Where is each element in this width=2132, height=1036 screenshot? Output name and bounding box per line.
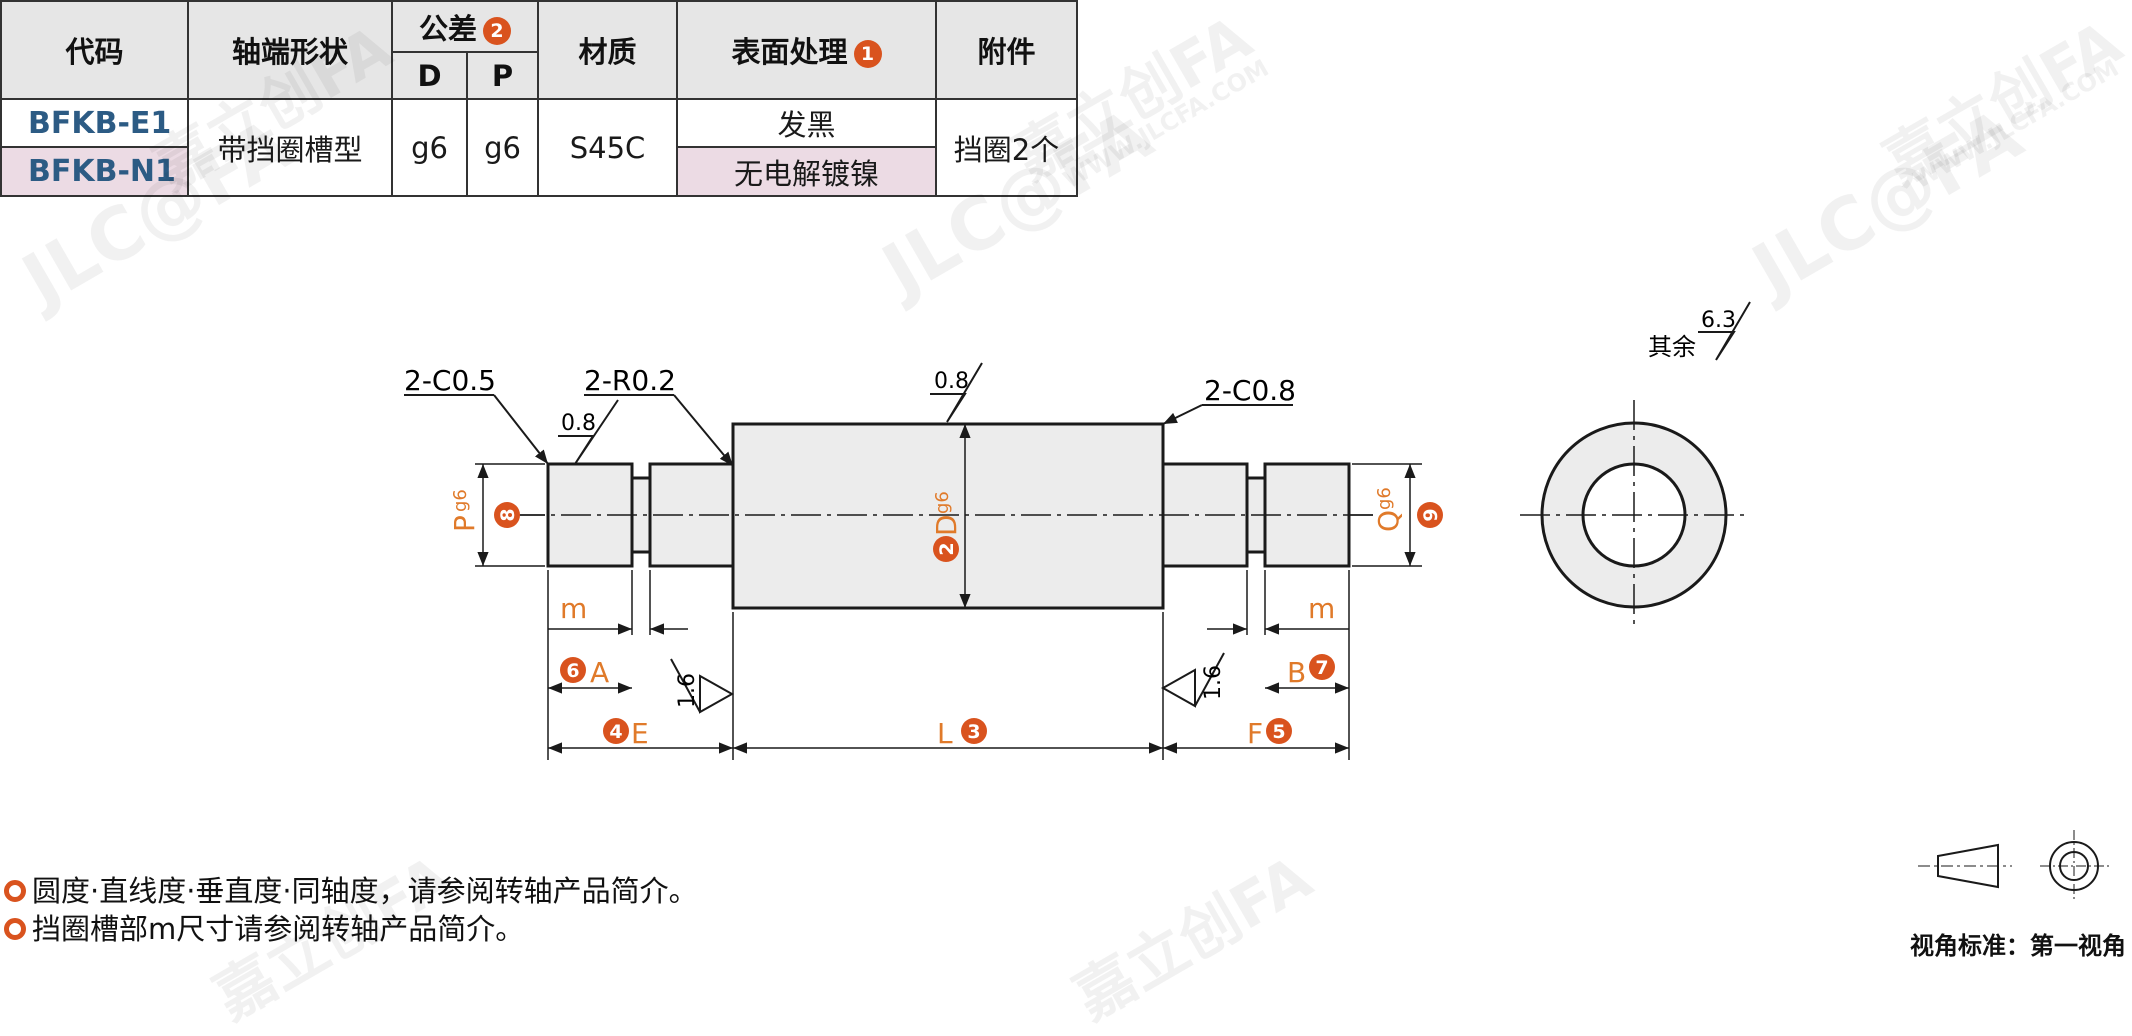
svg-text:D: D xyxy=(930,514,963,536)
svg-text:Q: Q xyxy=(1372,510,1405,532)
b-label: B xyxy=(1287,656,1306,689)
roughness-left-value: 0.8 xyxy=(561,411,596,436)
roughness-low-left-value: 1.6 xyxy=(675,673,700,708)
d-dimension-label: D g6 xyxy=(930,491,963,536)
radius-callout xyxy=(584,394,734,467)
svg-text:6: 6 xyxy=(566,660,579,682)
end-view xyxy=(1520,400,1750,630)
bullet-icon xyxy=(4,880,26,902)
p-dimension-label: P g6 xyxy=(448,489,481,532)
cell-material: S45C xyxy=(537,98,679,197)
main-body xyxy=(731,422,1165,610)
e-label: E xyxy=(631,717,649,750)
roughness-symbol-left xyxy=(558,399,619,465)
m-right-label: m xyxy=(1308,592,1335,625)
roughness-symbol-general xyxy=(1698,301,1751,361)
m-left-label: m xyxy=(560,592,587,625)
cell-accessory: 挡圈2个 xyxy=(935,98,1079,197)
tolerance-badge: 2 xyxy=(483,16,512,45)
roughness-general-label: 其余 xyxy=(1648,333,1696,361)
svg-text:9: 9 xyxy=(1420,508,1442,521)
header-shaft-end: 轴端形状 xyxy=(187,0,393,100)
svg-text:5: 5 xyxy=(1272,721,1285,743)
svg-text:8: 8 xyxy=(497,508,519,521)
header-accessory: 附件 xyxy=(935,0,1079,100)
row-code: BFKB-E1 xyxy=(0,98,189,148)
bullet-icon xyxy=(4,918,26,940)
dimension-lines xyxy=(477,424,1416,754)
chamfer-left-callout xyxy=(404,394,549,465)
svg-text:2: 2 xyxy=(936,542,958,555)
svg-text:g6: g6 xyxy=(450,489,471,512)
radius-label: 2-R0.2 xyxy=(584,364,676,397)
cell-tol-p: g6 xyxy=(465,98,540,197)
note-item: 圆度·直线度·垂直度·同轴度，请参阅转轴产品简介。 xyxy=(0,872,698,910)
l-label: L xyxy=(937,717,953,750)
roughness-general-value: 6.3 xyxy=(1701,308,1736,333)
header-tol-d: D xyxy=(391,51,468,100)
dimension-labels: m m A B E L F xyxy=(560,592,1335,750)
cell-tol-d: g6 xyxy=(391,98,468,197)
first-angle-projection-icon xyxy=(1918,830,2112,902)
badge-e: 4 xyxy=(603,718,629,744)
header-tol-p: P xyxy=(465,51,540,100)
header-material: 材质 xyxy=(537,0,679,100)
svg-text:3: 3 xyxy=(967,721,980,743)
chamfer-right-label: 2-C0.8 xyxy=(1204,374,1296,407)
badge-a: 6 xyxy=(560,657,586,683)
badge-b: 7 xyxy=(1309,654,1335,680)
chamfer-right-callout xyxy=(1162,404,1293,425)
svg-text:g6: g6 xyxy=(1374,487,1395,510)
roughness-symbol-center xyxy=(930,362,983,423)
shaft-drawing: 2-C0.5 2-R0.2 2-C0.8 0.8 0.8 1.6 1.6 6.3… xyxy=(404,301,2112,902)
cell-surface: 无电解镀镍 xyxy=(676,146,938,197)
view-standard-label: 视角标准：第一视角 xyxy=(1910,932,2126,960)
cell-surface: 发黑 xyxy=(676,98,938,148)
cell-shaft-end: 带挡圈槽型 xyxy=(187,98,393,197)
chamfer-left-label: 2-C0.5 xyxy=(404,364,496,397)
badge-f: 5 xyxy=(1266,718,1292,744)
header-code: 代码 xyxy=(0,0,189,100)
badge-l: 3 xyxy=(961,718,987,744)
a-label: A xyxy=(590,656,609,689)
notes: 圆度·直线度·垂直度·同轴度，请参阅转轴产品简介。 挡圈槽部m尺寸请参阅转轴产品… xyxy=(0,872,698,948)
surface-badge: 1 xyxy=(853,40,882,68)
roughness-symbol-low-right xyxy=(1160,652,1225,708)
roughness-low-right-value: 1.6 xyxy=(1201,665,1226,700)
badge-q: 9 xyxy=(1417,502,1443,528)
roughness-symbol-low-left xyxy=(670,658,735,714)
svg-text:g6: g6 xyxy=(932,491,953,514)
row-code: BFKB-N1 xyxy=(0,146,189,197)
svg-text:7: 7 xyxy=(1315,657,1328,679)
roughness-center-value: 0.8 xyxy=(934,369,969,394)
shaft-body xyxy=(546,422,1351,610)
q-dimension-label: Q g6 xyxy=(1372,487,1405,532)
badge-p: 8 xyxy=(494,502,520,528)
svg-text:4: 4 xyxy=(609,721,622,743)
note-item: 挡圈槽部m尺寸请参阅转轴产品简介。 xyxy=(0,910,698,948)
badge-d: 2 xyxy=(933,536,959,562)
svg-text:P: P xyxy=(448,515,481,532)
f-label: F xyxy=(1247,717,1263,750)
